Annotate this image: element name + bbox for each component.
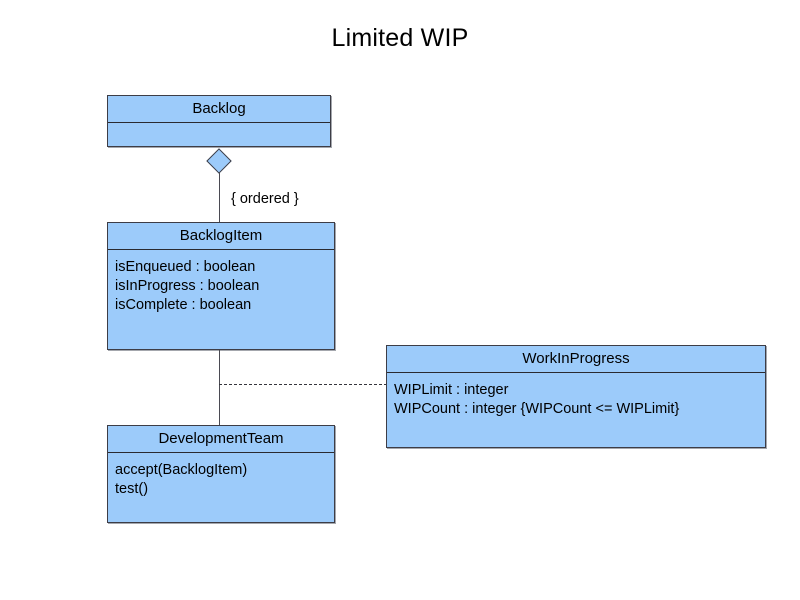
association-connector-backlogitem-developmentteam bbox=[219, 350, 220, 425]
aggregation-diamond-icon bbox=[205, 147, 233, 175]
class-attribute: WIPCount : integer {WIPCount <= WIPLimit… bbox=[394, 401, 680, 417]
class-name-backlog: Backlog bbox=[192, 100, 246, 117]
class-box-workinprogress[interactable]: WorkInProgress WIPLimit : integer WIPCou… bbox=[386, 345, 766, 448]
class-box-backlog[interactable]: Backlog bbox=[107, 95, 331, 147]
class-compartment-backlog-attributes bbox=[108, 122, 330, 147]
page-title: Limited WIP bbox=[331, 24, 469, 52]
class-attribute: isEnqueued : boolean bbox=[115, 259, 256, 275]
association-adornment-ordered: { ordered } bbox=[231, 191, 299, 207]
class-name-developmentteam: DevelopmentTeam bbox=[158, 430, 284, 447]
class-name-backlogitem: BacklogItem bbox=[179, 227, 263, 244]
class-operation: accept(BacklogItem) bbox=[115, 462, 248, 478]
aggregation-connector-backlog-backlogitem bbox=[219, 172, 220, 222]
dependency-connector-to-workinprogress bbox=[219, 384, 387, 386]
class-attribute: isComplete : boolean bbox=[115, 297, 252, 313]
class-compartment-developmentteam-operations: accept(BacklogItem) test() bbox=[108, 452, 334, 524]
class-box-backlogitem[interactable]: BacklogItem isEnqueued : boolean isInPro… bbox=[107, 222, 335, 350]
class-name-workinprogress: WorkInProgress bbox=[522, 350, 630, 367]
class-box-developmentteam[interactable]: DevelopmentTeam accept(BacklogItem) test… bbox=[107, 425, 335, 523]
class-operation: test() bbox=[115, 481, 149, 497]
class-attribute: WIPLimit : integer bbox=[394, 382, 509, 398]
diamond-shape bbox=[206, 148, 232, 174]
class-compartment-workinprogress-attributes: WIPLimit : integer WIPCount : integer {W… bbox=[387, 372, 765, 448]
class-attribute: isInProgress : boolean bbox=[115, 278, 260, 294]
class-compartment-backlogitem-attributes: isEnqueued : boolean isInProgress : bool… bbox=[108, 249, 334, 350]
